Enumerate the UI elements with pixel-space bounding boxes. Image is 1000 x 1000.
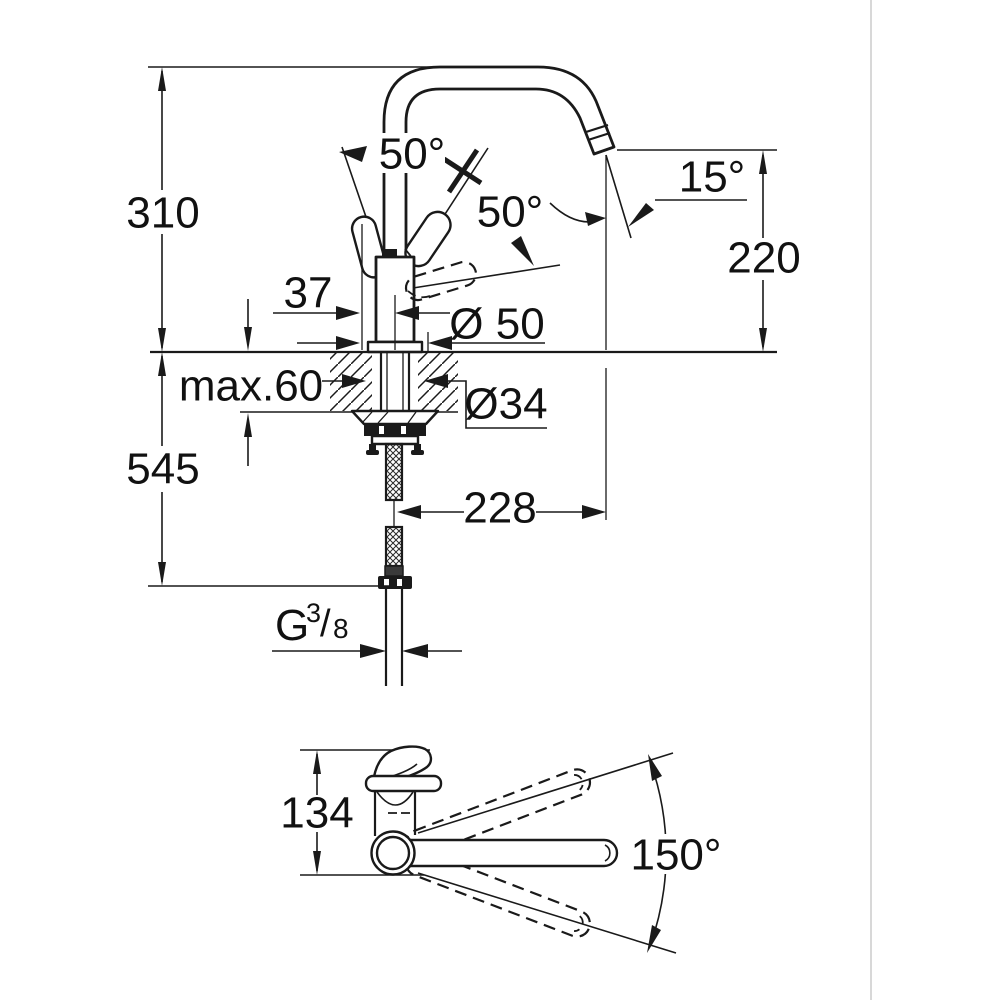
- arrowhead: [395, 306, 419, 320]
- angle-15-label: 15°: [679, 153, 746, 202]
- spout-plan-end-arc: [604, 844, 611, 862]
- arrowhead: [424, 374, 448, 388]
- arrowhead: [244, 327, 252, 351]
- arrowhead: [336, 336, 360, 350]
- angle-50-right-label: 50°: [477, 188, 544, 237]
- dim-134-label: 134: [280, 789, 353, 838]
- angle-150-label: 150°: [630, 831, 721, 880]
- lever-position-down: [404, 260, 478, 302]
- dim-max60-label: max.60: [179, 362, 323, 411]
- side-view: 310 545 max.60 37 Ø 50 Ø34: [126, 65, 801, 686]
- arrowhead: [397, 505, 421, 519]
- braided-hose-upper: [384, 442, 404, 502]
- thread-denominator: 8: [333, 613, 349, 644]
- arrowhead: [336, 306, 360, 320]
- arrowhead: [582, 505, 606, 519]
- angle-arrow-cross: [442, 148, 483, 194]
- angle-arrow-left: [339, 146, 367, 162]
- body-plan-dome-arc: [376, 791, 414, 806]
- arrowhead: [158, 328, 166, 352]
- hose-nut: [378, 576, 412, 589]
- arrowhead: [647, 925, 661, 953]
- hose-nut-slit: [384, 579, 389, 586]
- dim-dia34-leader: [448, 380, 547, 429]
- angle-arrow-down: [511, 236, 534, 266]
- shank: [379, 352, 411, 411]
- body-plan-sides: [373, 791, 417, 836]
- arrowhead: [360, 644, 386, 658]
- locknut: [364, 424, 426, 436]
- mounting-bolt: [414, 444, 421, 450]
- arrowhead: [244, 413, 252, 437]
- swivel-leg-upper: [417, 752, 674, 834]
- spout-plan-outline: [409, 838, 619, 868]
- mounting-washer: [370, 434, 420, 446]
- arrowhead: [402, 644, 428, 658]
- dim-310-label: 310: [126, 189, 199, 238]
- label-mask: [633, 834, 721, 874]
- outlet-angle-line: [605, 154, 632, 239]
- thread-slash: /: [320, 603, 331, 645]
- swivel-leg-lower: [417, 872, 677, 954]
- dim-220-label: 220: [727, 234, 800, 283]
- lever-angle-leg-down: [412, 264, 561, 289]
- bolt-foot: [366, 450, 379, 455]
- label-mask: [130, 448, 196, 488]
- label-mask: [731, 238, 797, 278]
- arrowhead: [648, 754, 662, 781]
- arrowhead: [313, 750, 321, 774]
- arrowhead: [342, 374, 366, 388]
- arrowhead: [428, 336, 452, 350]
- bolt-foot: [411, 450, 424, 455]
- thread-letter: G: [275, 601, 309, 650]
- arrowhead: [313, 851, 321, 875]
- mounting-bolt: [369, 444, 376, 450]
- arrowhead: [158, 352, 166, 376]
- arrowhead: [759, 328, 767, 352]
- hidden-edge-dashes: [404, 248, 431, 299]
- label-mask: [379, 133, 445, 173]
- dim-37-label: 37: [284, 269, 333, 318]
- angle-50-left-label: 50°: [379, 130, 446, 179]
- braided-hose-lower: [384, 525, 404, 568]
- shank-inner-lines: [386, 352, 404, 411]
- spout-position-upper: [405, 768, 592, 858]
- spout-position-lower: [405, 848, 592, 938]
- thread-numerator: 3: [306, 598, 321, 628]
- dim-228-label: 228: [463, 484, 536, 533]
- body-plan-inner-circle: [375, 835, 411, 871]
- top-view: 134 150°: [280, 745, 722, 954]
- aerator-band: [585, 123, 611, 142]
- arrowhead: [628, 203, 654, 227]
- dim-545-label: 545: [126, 445, 199, 494]
- arrowhead: [585, 212, 606, 226]
- body-plan-bar: [364, 774, 443, 793]
- spout-outline: [382, 65, 616, 264]
- label-mask: [130, 192, 196, 232]
- lever-hinge-pin: [382, 249, 397, 257]
- hose-crimp-collar: [384, 565, 404, 577]
- locknut-slit: [401, 426, 406, 434]
- mounting-cone-washer: [350, 409, 440, 426]
- arrowhead: [759, 150, 767, 174]
- dim-dia50-label: Ø 50: [449, 300, 544, 349]
- locknut-slit: [379, 426, 384, 434]
- dim-dia34-label: Ø34: [464, 380, 547, 429]
- connection-pipe: [384, 589, 404, 686]
- arrowhead: [158, 67, 166, 91]
- arrowhead: [158, 562, 166, 586]
- washer-detail-lines: [361, 411, 417, 424]
- hose-nut-slit: [397, 579, 402, 586]
